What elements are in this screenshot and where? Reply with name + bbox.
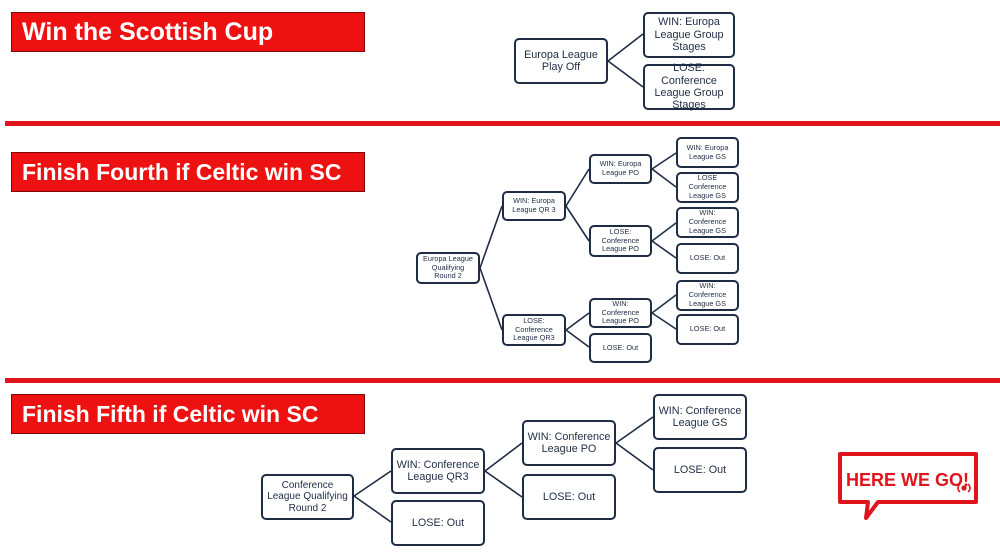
- node-lose-conference-league-po: LOSE: Conference League PO: [589, 225, 652, 257]
- connector: [615, 442, 654, 471]
- node-lose-conference-league-gs: LOSE Conference League GS: [676, 172, 739, 203]
- node-win-europa-league-group-stages: WIN: Europa League Group Stages: [643, 12, 735, 58]
- node-lose-conference-league-group-stages: LOSE: Conference League Group Stages: [643, 62, 735, 111]
- node-lose-out: LOSE: Out: [676, 314, 739, 345]
- node-lose-out: LOSE: Out: [676, 243, 739, 274]
- node-win-europa-league-po: WIN: Europa League PO: [589, 154, 652, 184]
- section-title-scottish-cup: Win the Scottish Cup: [11, 12, 365, 52]
- connector: [479, 205, 503, 269]
- connector: [565, 329, 590, 348]
- connector: [651, 222, 677, 242]
- connector: [607, 60, 644, 88]
- logo-text: HERE WE GO!: [846, 470, 969, 490]
- connector: [565, 205, 590, 242]
- node-lose-out: LOSE: Out: [522, 474, 616, 520]
- node-win-conference-league-po: WIN: Conference League PO: [589, 298, 652, 328]
- connector: [651, 312, 677, 330]
- node-win-europa-league-gs: WIN: Europa League GS: [676, 137, 739, 168]
- connector: [484, 442, 523, 472]
- section-divider-2: [5, 378, 1000, 383]
- connector: [479, 267, 503, 331]
- connector: [651, 294, 677, 314]
- connector: [607, 33, 644, 62]
- node-win-conference-league-qr3: WIN: Conference League QR3: [391, 448, 485, 494]
- connector: [484, 470, 523, 498]
- node-win-conference-league-gs: WIN: Conference League GS: [676, 280, 739, 311]
- connector: [565, 312, 590, 331]
- section-divider-1: [5, 121, 1000, 126]
- node-europa-league-qualifying-round-2: Europa League Qualifying Round 2: [416, 252, 480, 284]
- connector: [353, 470, 392, 497]
- node-lose-out: LOSE: Out: [653, 447, 747, 493]
- broadcast-icon: [957, 483, 971, 493]
- connector: [353, 495, 392, 523]
- connector: [651, 240, 677, 259]
- section-title-finish-fourth: Finish Fourth if Celtic win SC: [11, 152, 365, 192]
- connector: [565, 168, 590, 207]
- node-europa-league-play-off: Europa League Play Off: [514, 38, 608, 84]
- node-win-europa-league-qr3: WIN: Europa League QR 3: [502, 191, 566, 221]
- node-lose-conference-league-qr3: LOSE: Conference League QR3: [502, 314, 566, 346]
- node-lose-out: LOSE: Out: [391, 500, 485, 546]
- here-we-go-logo: HERE WE GO!: [836, 452, 984, 524]
- node-win-conference-league-gs: WIN: Conference League GS: [653, 394, 747, 440]
- node-lose-out: LOSE: Out: [589, 333, 652, 363]
- node-win-conference-league-po: WIN: Conference League PO: [522, 420, 616, 466]
- section-title-finish-fifth: Finish Fifth if Celtic win SC: [11, 394, 365, 434]
- node-conference-league-qualifying-round-2: Conference League Qualifying Round 2: [261, 474, 354, 520]
- connector: [651, 168, 677, 188]
- connector: [615, 416, 654, 444]
- node-win-conference-league-gs: WIN: Conference League GS: [676, 207, 739, 238]
- connector: [651, 152, 677, 170]
